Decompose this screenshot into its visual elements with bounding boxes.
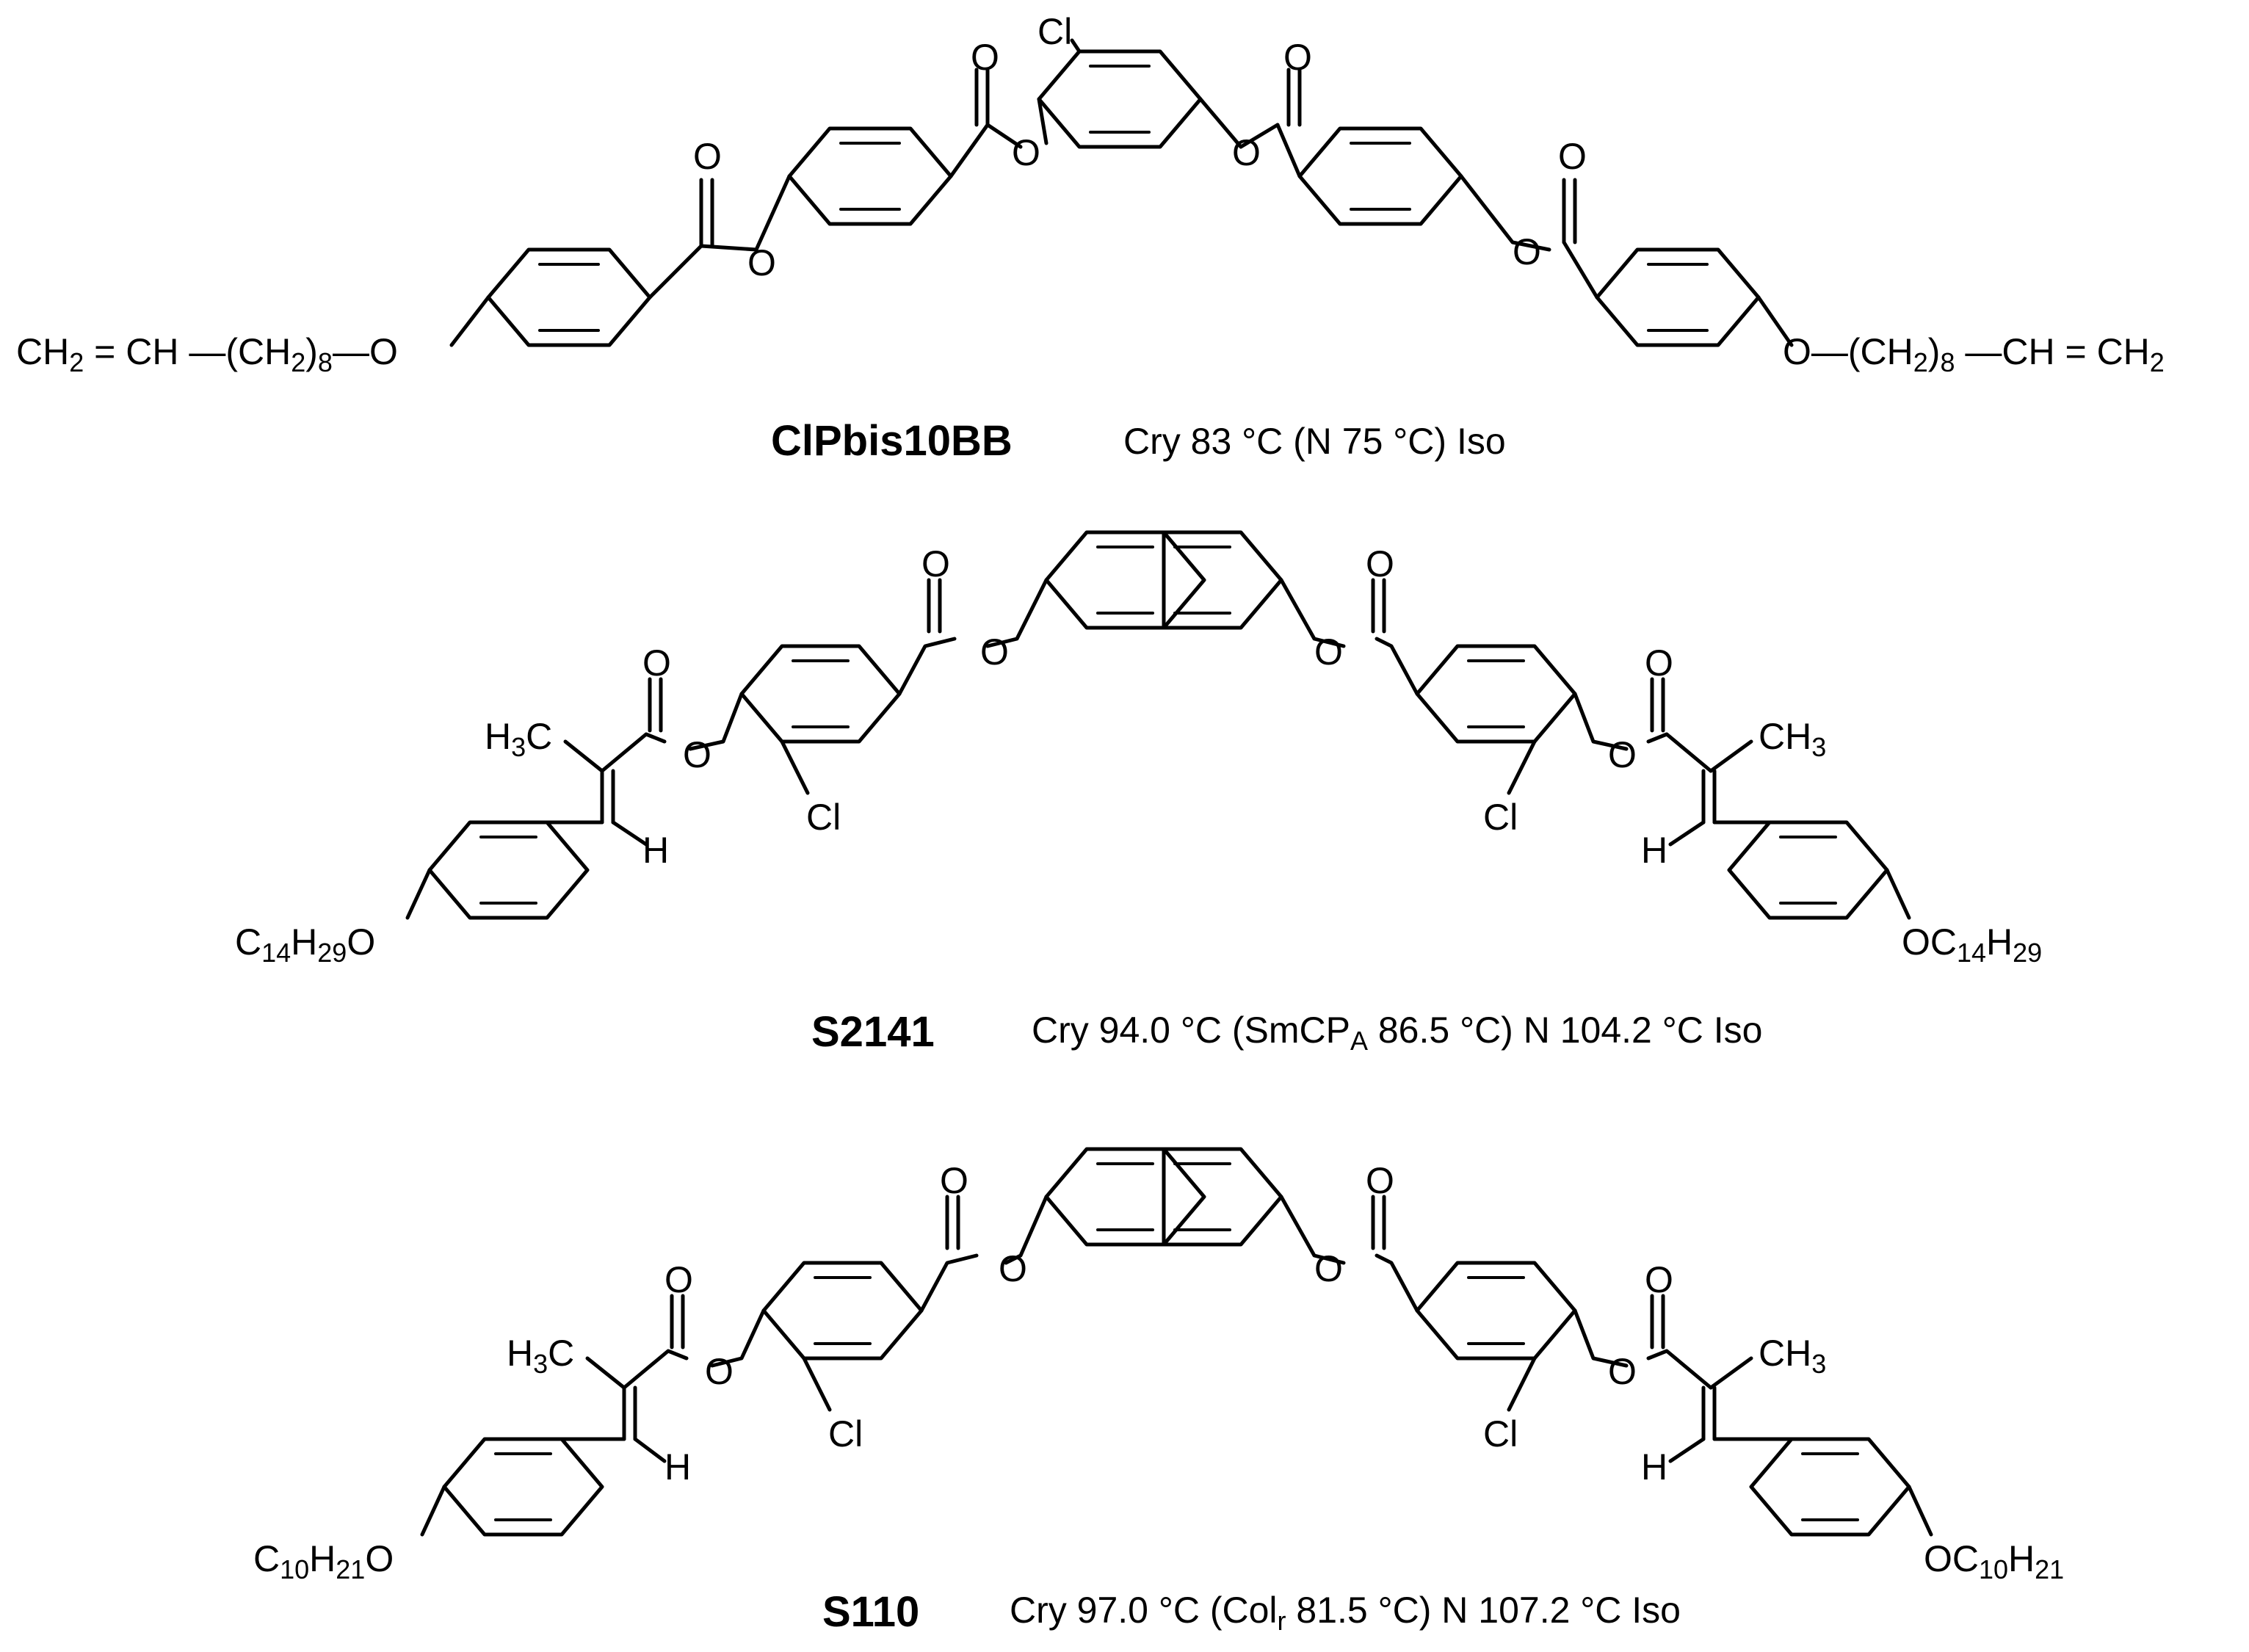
vinyl-hydrogen: H <box>1641 830 1667 871</box>
carbonyl-oxygen: O <box>664 1259 693 1300</box>
ester-oxygen: O <box>980 631 1009 673</box>
methyl-group: CH3 <box>1759 1333 1826 1379</box>
left-alkoxy-tail: C10H21O <box>253 1538 394 1584</box>
phase-transitions: Cry 83 °C (N 75 °C) Iso <box>1123 421 1506 462</box>
carbonyl-oxygen: O <box>1366 1160 1394 1201</box>
ester-oxygen: O <box>747 242 776 283</box>
right-alkoxy-tail: OC10H21 <box>1924 1538 2064 1584</box>
benzene-ring <box>486 247 652 347</box>
chlorine-substituent: Cl <box>806 797 841 838</box>
ester-oxygen: O <box>1314 631 1343 673</box>
left-alkoxy-tail: C14H29O <box>235 921 375 968</box>
benzene-ring <box>787 126 953 226</box>
left-alkenyl-chain: CH2 = CH —(CH2)8—O <box>16 331 398 377</box>
vinyl-hydrogen: H <box>642 830 669 871</box>
carbonyl-oxygen: O <box>971 37 999 78</box>
ester-oxygen: O <box>999 1248 1027 1289</box>
vinyl-hydrogen: H <box>1641 1446 1667 1488</box>
compound-name: S2141 <box>811 1008 935 1056</box>
chlorine-substituent: Cl <box>828 1413 863 1454</box>
carbonyl-oxygen: O <box>1558 136 1587 177</box>
structure-s2141: O O O O O O O O H3C CH3 H H Cl Cl C14H29… <box>235 530 2042 1056</box>
compound-name: ClPbis10BB <box>771 417 1013 465</box>
ester-oxygen: O <box>705 1351 734 1392</box>
ester-oxygen: O <box>1314 1248 1343 1289</box>
carbonyl-oxygen: O <box>1366 543 1394 584</box>
benzene-ring <box>761 1261 924 1361</box>
ester-oxygen: O <box>683 734 711 775</box>
chlorine-substituent: Cl <box>1037 11 1072 52</box>
carbonyl-oxygen: O <box>642 642 671 684</box>
right-alkoxy-tail: OC14H29 <box>1902 921 2042 968</box>
benzene-ring <box>1037 49 1203 149</box>
methyl-group: H3C <box>507 1333 574 1379</box>
benzene-ring <box>1595 247 1761 347</box>
ester-oxygen: O <box>1513 231 1541 272</box>
ester-oxygen: O <box>1232 132 1261 173</box>
benzene-ring <box>1415 644 1577 744</box>
carbonyl-oxygen: O <box>1645 642 1673 684</box>
compound-name: S110 <box>822 1588 919 1636</box>
ester-oxygen: O <box>1608 734 1637 775</box>
benzene-ring <box>442 1437 604 1537</box>
methyl-group: H3C <box>485 716 552 762</box>
methyl-group: CH3 <box>1759 716 1826 762</box>
carbonyl-oxygen: O <box>1645 1259 1673 1300</box>
ester-oxygen: O <box>1608 1351 1637 1392</box>
structure-clpbis10bb: CH2 = CH —(CH2)8—O O—(CH2)8 —CH = CH2 <box>16 11 2165 465</box>
structure-s110: O O O O O O O O H3C CH3 H H Cl Cl C10H21… <box>253 1147 2064 1636</box>
carbonyl-oxygen: O <box>1283 37 1312 78</box>
chlorine-substituent: Cl <box>1483 797 1518 838</box>
phase-transitions: Cry 94.0 °C (SmCPA 86.5 °C) N 104.2 °C I… <box>1032 1010 1762 1056</box>
vinyl-hydrogen: H <box>664 1446 691 1488</box>
carbonyl-oxygen: O <box>921 543 950 584</box>
benzene-ring <box>1749 1437 1911 1537</box>
benzene-ring <box>1727 820 1889 920</box>
phase-transitions: Cry 97.0 °C (Colr 81.5 °C) N 107.2 °C Is… <box>1010 1590 1681 1636</box>
benzene-ring <box>1297 126 1463 226</box>
carbonyl-oxygen: O <box>693 136 722 177</box>
benzene-ring <box>1415 1261 1577 1361</box>
naphthalene-core <box>1044 530 1283 630</box>
naphthalene-core <box>1044 1147 1283 1247</box>
ester-oxygen: O <box>1012 132 1040 173</box>
benzene-ring <box>427 820 590 920</box>
right-alkenyl-chain: O—(CH2)8 —CH = CH2 <box>1783 331 2165 377</box>
benzene-ring <box>739 644 902 744</box>
carbonyl-oxygen: O <box>940 1160 968 1201</box>
chlorine-substituent: Cl <box>1483 1413 1518 1454</box>
